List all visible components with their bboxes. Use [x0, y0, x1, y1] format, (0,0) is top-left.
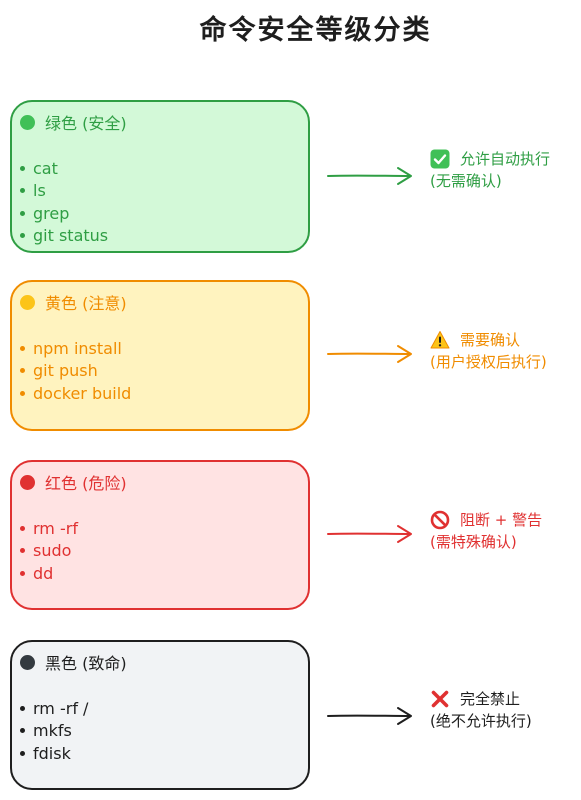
diagram-title: 命令安全等级分类: [199, 15, 432, 46]
bullet-icon: [20, 345, 25, 351]
command-item: mkfs: [20, 720, 88, 743]
level-header-green: 绿色 (安全): [20, 110, 308, 134]
command-item: sudo: [20, 540, 78, 563]
bullet-icon: [20, 750, 25, 756]
bullet-icon: [20, 525, 25, 531]
command-item: rm -rf: [20, 517, 78, 540]
level-box-yellow: 黄色 (注意) npm install git push docker buil…: [10, 280, 310, 431]
command-item: ls: [20, 180, 108, 203]
black-circle-icon: [20, 654, 35, 670]
command-item: git status: [20, 225, 108, 248]
command-item: rm -rf /: [20, 697, 88, 720]
red-circle-icon: [20, 474, 35, 490]
level-label: 黑色 (致命): [45, 654, 127, 673]
command-list: cat ls grep git status: [20, 157, 108, 247]
command-text: npm install: [33, 338, 122, 358]
command-text: rm -rf: [33, 518, 78, 538]
command-list: rm -rf / mkfs fdisk: [20, 697, 88, 765]
command-text: dd: [33, 563, 54, 583]
level-box-black: 黑色 (致命) rm -rf / mkfs fdisk: [10, 640, 310, 790]
command-text: docker build: [33, 383, 132, 403]
command-item: npm install: [20, 337, 131, 360]
result-action: 允许自动执行: [460, 150, 551, 168]
command-list: rm -rf sudo dd: [20, 517, 78, 585]
green-circle-icon: [20, 114, 35, 130]
command-text: git push: [33, 361, 98, 381]
warning-icon: [430, 331, 450, 349]
level-box-green: 绿色 (安全) cat ls grep git status: [10, 100, 310, 253]
result-black: 完全禁止 (绝不允许执行): [430, 688, 581, 732]
result-action: 阻断 + 警告: [460, 511, 543, 529]
level-label: 黄色 (注意): [45, 294, 127, 313]
arrow-icon: [327, 345, 412, 363]
command-list: npm install git push docker build: [20, 337, 131, 405]
bullet-icon: [20, 570, 25, 576]
arrow-icon: [327, 707, 412, 725]
command-text: grep: [33, 203, 70, 223]
command-text: sudo: [33, 541, 72, 561]
level-box-red: 红色 (危险) rm -rf sudo dd: [10, 460, 310, 610]
cross-mark-icon: [431, 690, 449, 708]
result-red: 阻断 + 警告 (需特殊确认): [430, 509, 581, 553]
command-item: git push: [20, 360, 131, 383]
bullet-icon: [20, 165, 25, 171]
result-note: (绝不允许执行): [430, 712, 532, 730]
result-note: (无需确认): [430, 172, 502, 190]
result-note: (用户授权后执行): [430, 353, 547, 371]
command-item: grep: [20, 202, 108, 225]
bullet-icon: [20, 548, 25, 554]
command-item: dd: [20, 562, 78, 585]
command-text: rm -rf /: [33, 698, 89, 718]
prohibited-icon: [430, 510, 450, 530]
arrow-icon: [327, 167, 412, 185]
bullet-icon: [20, 210, 25, 216]
bullet-icon: [20, 368, 25, 374]
check-mark-icon: [430, 149, 450, 169]
level-label: 绿色 (安全): [45, 114, 127, 133]
yellow-circle-icon: [20, 294, 35, 310]
level-label: 红色 (危险): [45, 474, 127, 493]
bullet-icon: [20, 390, 25, 396]
result-action: 完全禁止: [460, 690, 521, 708]
command-text: fdisk: [33, 743, 71, 763]
level-header-yellow: 黄色 (注意): [20, 290, 308, 314]
bullet-icon: [20, 705, 25, 711]
bullet-icon: [20, 188, 25, 194]
command-text: ls: [33, 181, 46, 201]
result-yellow: 需要确认 (用户授权后执行): [430, 329, 581, 373]
result-green: 允许自动执行 (无需确认): [430, 148, 581, 192]
bullet-icon: [20, 233, 25, 239]
level-header-black: 黑色 (致命): [20, 650, 308, 674]
command-item: cat: [20, 157, 108, 180]
command-item: fdisk: [20, 742, 88, 765]
bullet-icon: [20, 728, 25, 734]
command-text: git status: [33, 226, 109, 246]
result-action: 需要确认: [460, 331, 521, 349]
command-item: docker build: [20, 382, 131, 405]
arrow-icon: [327, 525, 412, 543]
result-note: (需特殊确认): [430, 533, 517, 551]
command-text: mkfs: [33, 721, 72, 741]
command-text: cat: [33, 158, 58, 178]
level-header-red: 红色 (危险): [20, 470, 308, 494]
